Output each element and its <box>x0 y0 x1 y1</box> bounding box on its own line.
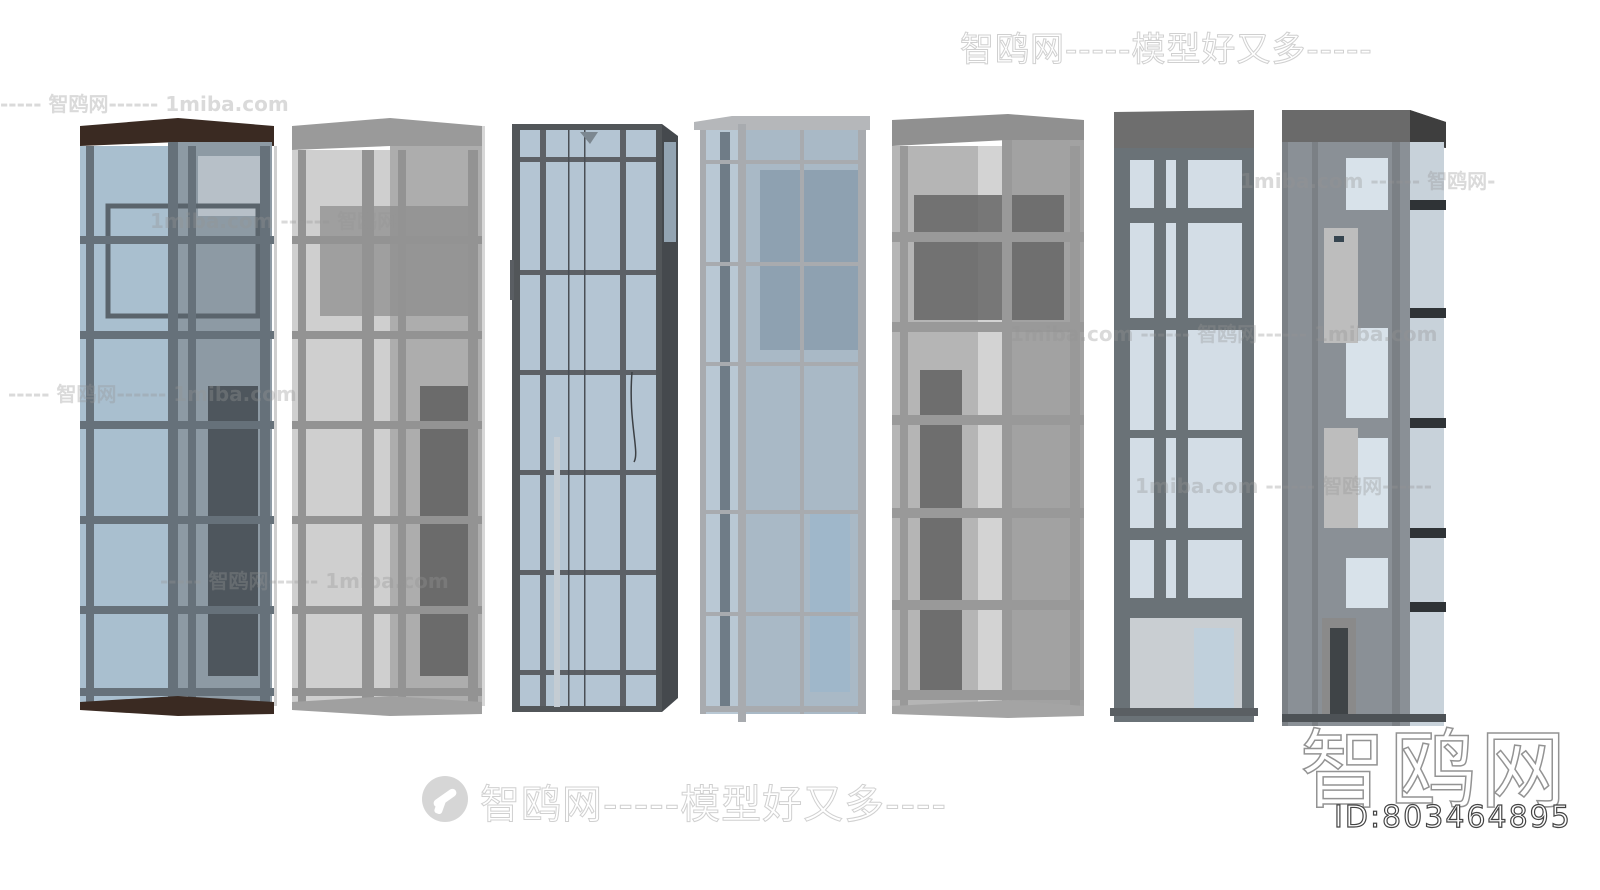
model-id-label: ID:803464895 <box>1333 799 1572 835</box>
elevator-model-4 <box>692 112 874 724</box>
watermark-top-banner: 智鸥网-----模型好又多----- <box>960 30 1373 71</box>
watermark-repeat: ----- 智鸥网------ 1miba.com <box>0 92 289 116</box>
elevator-model-2 <box>290 116 488 718</box>
watermark-bottom-banner: 智鸥网-----模型好又多---- <box>480 782 947 829</box>
elevator-model-5 <box>890 110 1088 718</box>
elevator-model-1 <box>78 116 278 718</box>
brand-logo-icon <box>422 776 468 822</box>
elevator-model-7 <box>1280 108 1450 728</box>
elevator-model-6 <box>1110 108 1258 728</box>
elevator-model-3 <box>510 122 682 714</box>
